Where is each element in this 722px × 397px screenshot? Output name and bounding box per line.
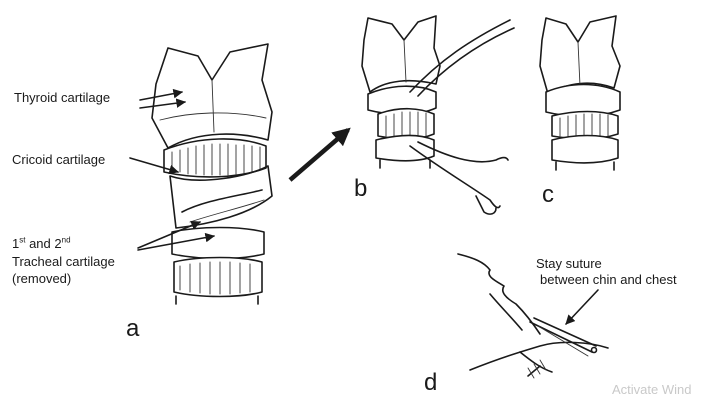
tracheal-and-2: and 2 xyxy=(25,236,61,251)
label-tracheal-line1: 1st and 2nd xyxy=(12,236,71,252)
tracheal-ring-4 xyxy=(174,258,262,297)
thyroid-cartilage-shape xyxy=(152,44,272,148)
tracheal-ring-3 xyxy=(172,228,264,259)
panel-label-b: b xyxy=(354,176,367,202)
panel-label-d: d xyxy=(424,370,437,396)
tracheal-sup-2: nd xyxy=(62,236,71,245)
activation-watermark: Activate Wind xyxy=(612,382,691,397)
label-between-chin-chest: between chin and chest xyxy=(540,272,677,288)
label-cricoid-cartilage: Cricoid cartilage xyxy=(12,152,105,168)
panel-label-a: a xyxy=(126,316,139,342)
transition-arrow xyxy=(290,130,348,180)
panel-label-c: c xyxy=(542,182,554,208)
figure-b-anastomosis xyxy=(362,16,514,214)
patient-face-profile xyxy=(458,254,540,334)
label-thyroid-cartilage: Thyroid cartilage xyxy=(14,90,110,106)
lower-retractor xyxy=(410,146,500,208)
label-tracheal-cartilage: Tracheal cartilage xyxy=(12,254,115,270)
figure-a-larynx-trachea xyxy=(130,44,272,304)
label-tracheal-removed: (removed) xyxy=(12,271,71,287)
figure-c-completed-repair xyxy=(540,16,620,170)
cricoid-cartilage-shape xyxy=(164,139,266,177)
label-stay-suture: Stay suture xyxy=(536,256,602,272)
